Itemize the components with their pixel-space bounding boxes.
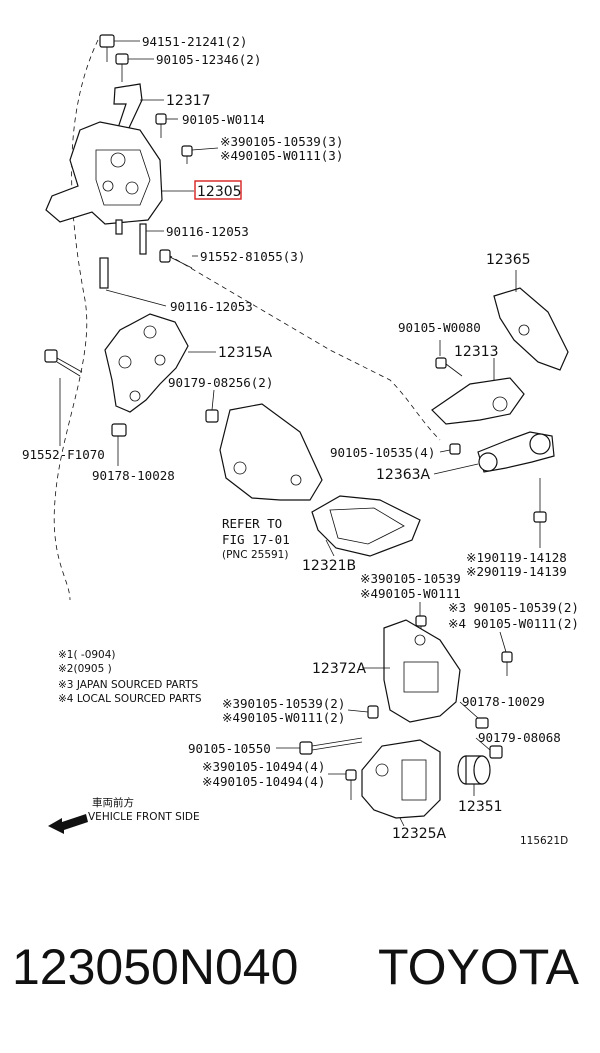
label-90105-w0111-2b: ※490105-W0111(2)	[222, 710, 345, 725]
stud-icon	[99, 257, 109, 289]
bolt-icon	[181, 145, 193, 164]
bolt-icon	[435, 357, 463, 377]
engine-outline	[53, 39, 99, 601]
label-12317: 12317	[166, 93, 211, 109]
nut-icon	[205, 409, 219, 423]
note-4: ※4 LOCAL SOURCED PARTS	[58, 693, 202, 705]
note-1: ※1( -0904)	[58, 649, 116, 661]
label-90178-10029: 90178-10029	[462, 694, 545, 709]
bracket-12317	[113, 83, 143, 131]
label-12351: 12351	[458, 799, 503, 815]
bolt-icon	[449, 443, 461, 455]
nut-icon	[475, 717, 489, 729]
label-90105-10539-c: ※390105-10539	[360, 571, 461, 586]
transmission-bracket	[219, 403, 323, 501]
label-12315a: 12315A	[218, 345, 273, 361]
bracket-12325a	[361, 739, 441, 819]
parts-diagram: 94151-21241(2) 90105-12346(2) 12317 9010…	[22, 34, 579, 847]
label-90105-10550: 90105-10550	[188, 741, 271, 756]
label-90105-10539-2b: ※390105-10539(2)	[222, 696, 345, 711]
nut-icon	[99, 34, 115, 62]
label-90119-14139: ※290119-14139	[466, 564, 567, 579]
label-90116-12053-a: 90116-12053	[166, 224, 249, 239]
bolt-icon	[345, 769, 357, 800]
label-90116-12053-b: 90116-12053	[170, 299, 253, 314]
label-90105-10539-3: ※390105-10539(3)	[220, 134, 343, 149]
label-90105-12346: 90105-12346(2)	[156, 52, 261, 67]
bolt-icon	[115, 53, 129, 82]
label-90105-w0114: 90105-W0114	[182, 112, 265, 127]
label-90105-w0111-3: ※490105-W0111(3)	[220, 148, 343, 163]
label-94151-21241: 94151-21241(2)	[142, 34, 247, 49]
label-90178-10028: 90178-10028	[92, 468, 175, 483]
label-90105-w0111-c: ※490105-W0111	[360, 586, 461, 601]
label-12372a: 12372A	[312, 661, 367, 677]
engine-outline-right	[159, 249, 441, 441]
plate-12321b	[311, 495, 421, 557]
stud-icon	[115, 219, 147, 255]
bracket-12313	[431, 377, 525, 425]
label-90105-10494-b: ※490105-10494(4)	[202, 774, 325, 789]
bolt-icon	[155, 113, 167, 138]
bolt-icon	[159, 249, 193, 269]
part-number: 123050N040	[12, 939, 299, 995]
label-90179-08256: 90179-08256(2)	[168, 375, 273, 390]
front-side-jp: 車両前方	[92, 796, 134, 809]
label-90105-10539-2a: ※3 90105-10539(2)	[448, 600, 579, 615]
label-90105-10494-a: ※390105-10494(4)	[202, 759, 325, 774]
bracket-12372a	[383, 619, 461, 723]
brand-name: TOYOTA	[378, 939, 579, 995]
label-90119-14128: ※190119-14128	[466, 550, 567, 565]
bolt-icon	[533, 478, 547, 523]
label-90105-10535: 90105-10535(4)	[330, 445, 435, 460]
label-fig-17-01: FIG 17-01	[222, 532, 290, 547]
note-3: ※3 JAPAN SOURCED PARTS	[58, 679, 199, 691]
bolt-icon	[415, 615, 427, 638]
engine-mount-12305	[45, 121, 163, 225]
label-12313: 12313	[454, 344, 499, 360]
label-refer-to: REFER TO	[222, 516, 282, 531]
label-pnc-25591: (PNC 25591)	[222, 549, 288, 561]
leader-lines	[59, 40, 541, 827]
bracket-12315a	[104, 313, 189, 413]
label-90179-08068: 90179-08068	[478, 730, 561, 745]
label-12363a: 12363A	[376, 467, 431, 483]
label-91552-f1070: 91552-F1070	[22, 447, 105, 462]
label-90105-w0111-2a: ※4 90105-W0111(2)	[448, 616, 579, 631]
bracket-12365	[493, 287, 569, 371]
label-12305: 12305	[197, 184, 242, 200]
bolt-icon	[299, 737, 363, 755]
arrow-left-icon	[48, 814, 88, 834]
note-2: ※2(0905 )	[58, 663, 112, 675]
nut-icon	[111, 423, 127, 437]
bolt-icon	[367, 705, 379, 719]
label-91552-81055: 91552-81055(3)	[200, 249, 305, 264]
nut-icon	[489, 745, 503, 759]
bolt-icon	[44, 349, 83, 377]
insulator-12351	[457, 755, 491, 785]
highlight-box	[194, 180, 242, 200]
label-figure-code: 115621D	[520, 835, 568, 847]
label-12321b: 12321B	[302, 558, 356, 574]
bolt-icon	[501, 651, 513, 676]
label-12365: 12365	[486, 252, 531, 268]
label-90105-w0080: 90105-W0080	[398, 320, 481, 335]
label-12325a: 12325A	[392, 826, 447, 842]
front-side-en: VEHICLE FRONT SIDE	[88, 811, 200, 823]
